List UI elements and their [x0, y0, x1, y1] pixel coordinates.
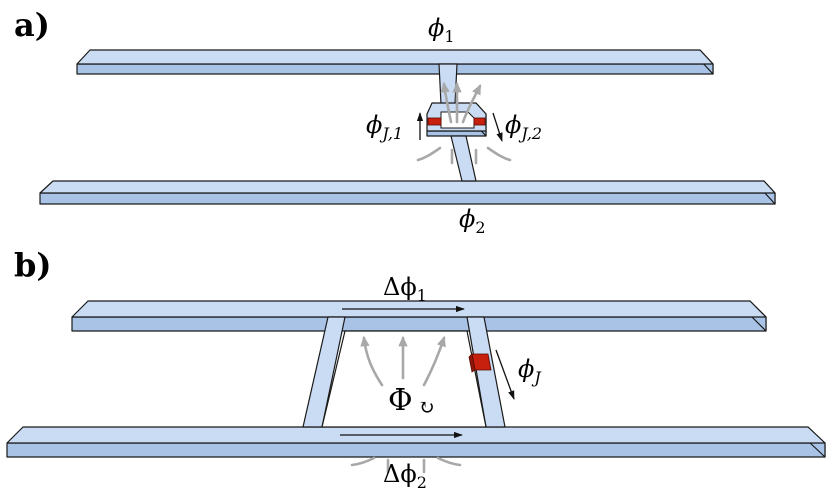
- junction-left-a: [427, 117, 442, 126]
- phi-j-label: ϕJ: [518, 355, 542, 387]
- upper-lead-a: [438, 63, 458, 105]
- field-lines-above-b: [360, 335, 446, 387]
- bottom-electrode-a: [39, 180, 776, 205]
- field-lines-below-a: [416, 146, 512, 165]
- delta-phi-1-label: Δϕ1: [383, 273, 427, 305]
- field-lines-above-a: [440, 81, 482, 124]
- right-leg-b: [466, 316, 506, 428]
- phi-2-label: ϕ2: [459, 205, 486, 237]
- flux-label: Φ: [388, 383, 413, 418]
- panel-a-label: a): [14, 6, 50, 44]
- field-lines-below-b: [350, 456, 462, 474]
- panel-a: a): [14, 6, 776, 237]
- top-electrode-b: [71, 300, 767, 332]
- phi-j2-label: ϕJ,2: [505, 111, 542, 143]
- panel-b: b): [6, 246, 826, 492]
- current-arrow-junction-b: [495, 349, 515, 400]
- panel-b-label: b): [14, 246, 52, 284]
- current-arrow-right-a: [492, 112, 503, 142]
- phi-j1-label: ϕJ,1: [366, 111, 403, 143]
- bottom-electrode-b: [6, 426, 826, 458]
- flux-circulation-icon: ↻: [418, 395, 435, 419]
- delta-phi-2-label: Δϕ2: [383, 460, 427, 492]
- lower-lead-a: [450, 135, 477, 182]
- junction-right-a: [473, 117, 486, 126]
- top-electrode-a: [76, 49, 714, 75]
- phi-1-label: ϕ1: [428, 14, 455, 46]
